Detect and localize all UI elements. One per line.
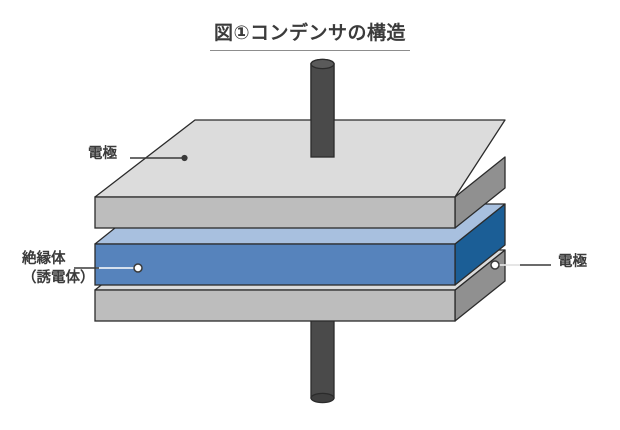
label-electrode-top-text: 電極 <box>88 146 117 162</box>
leader-electrode-top <box>130 154 188 162</box>
figure-title: 図①コンデンサの構造 <box>0 18 620 51</box>
leader-electrode-right <box>490 260 551 270</box>
leader-dielectric <box>74 263 143 273</box>
bottom-terminal <box>310 319 335 404</box>
label-dielectric-line1: 絶縁体 <box>22 251 66 267</box>
label-dielectric-line2: （誘電体） <box>22 269 95 286</box>
figure-title-text: 図①コンデンサの構造 <box>209 18 411 51</box>
label-electrode-right: 電極 <box>558 253 587 272</box>
label-electrode-top: 電極 <box>88 145 117 164</box>
top-electrode-plate <box>94 119 506 229</box>
label-dielectric: 絶縁体 （誘電体） <box>22 250 95 287</box>
label-electrode-right-text: 電極 <box>558 254 587 270</box>
top-terminal-upper-stub <box>310 58 335 158</box>
